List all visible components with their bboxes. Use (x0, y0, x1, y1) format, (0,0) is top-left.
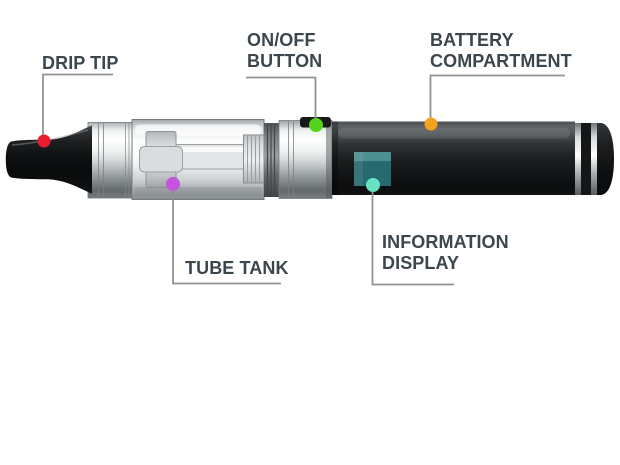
mouthpiece-collar (87, 122, 133, 199)
label-on-off-button: ON/OFF BUTTON (247, 30, 322, 72)
label-drip-tip: DRIP TIP (42, 53, 118, 74)
on-off-button-dot (309, 118, 323, 132)
tube-tank-dot (166, 177, 180, 191)
label-text: ON/OFF (247, 30, 316, 50)
label-text: COMPARTMENT (430, 51, 572, 71)
drip-tip-shape (5, 125, 92, 194)
leader-battery-compartment (429, 74, 565, 119)
leader-drip-tip (42, 73, 113, 136)
label-text: BATTERY (430, 30, 514, 50)
label-text: INFORMATION (382, 232, 509, 252)
label-tube-tank: TUBE TANK (185, 258, 289, 279)
battery-end-cap (575, 123, 614, 195)
ecig-device (5, 117, 614, 200)
threaded-ring (264, 123, 279, 197)
button-collar (278, 120, 333, 199)
battery-compartment-dot (424, 117, 438, 131)
label-text: BUTTON (247, 51, 323, 71)
tube-tank-shape (131, 119, 265, 200)
leader-tube-tank (172, 189, 281, 285)
label-information-display: INFORMATION DISPLAY (382, 232, 509, 274)
leader-lines (42, 73, 565, 286)
label-text: TUBE TANK (185, 258, 289, 278)
label-text: DISPLAY (382, 253, 460, 273)
label-text: DRIP TIP (42, 53, 119, 73)
label-battery-compartment: BATTERY COMPARTMENT (430, 30, 572, 72)
tank-end-connector (243, 134, 265, 184)
drip-tip-dot (37, 134, 51, 148)
information-display-dot (366, 178, 380, 192)
leader-information-display (371, 190, 454, 286)
leader-on-off-button (246, 76, 317, 120)
